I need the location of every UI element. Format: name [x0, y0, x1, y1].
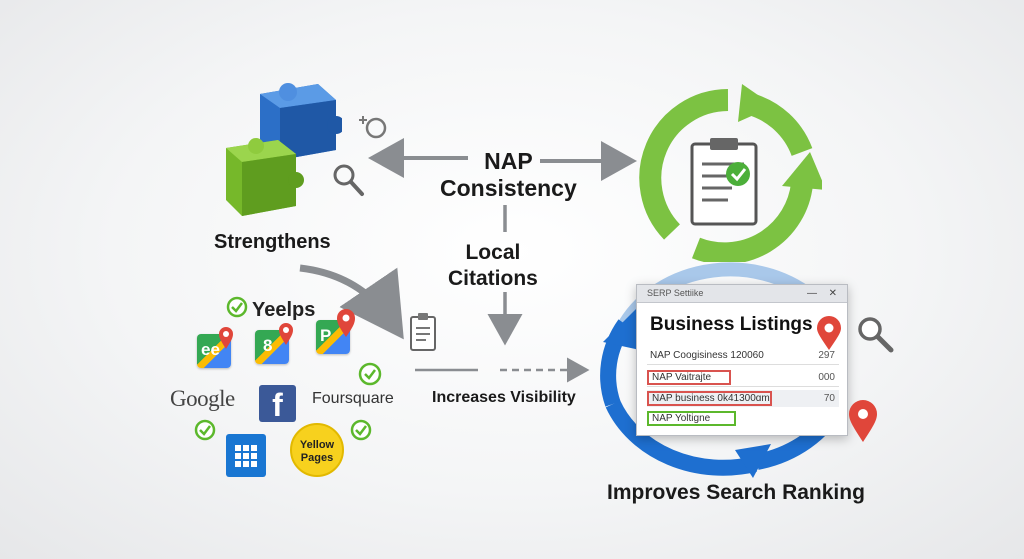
- listing-row: NAP business 0k41300ɑm 70: [647, 390, 839, 407]
- improves-search-ranking-label: Improves Search Ranking: [607, 481, 865, 504]
- map-pin-icon: [337, 309, 355, 337]
- listing-row: NAP Coogisiness 120060 297: [647, 347, 839, 365]
- foursquare-label: Foursquare: [312, 390, 394, 407]
- checkmark-icon: [350, 419, 372, 441]
- listing-row: NAP Vaitrajte 000: [647, 369, 839, 387]
- serp-window: SERP Settiike — ✕ Business Listings NAP …: [636, 284, 848, 436]
- map-pin-icon: [817, 316, 841, 350]
- magnifier-icon: [858, 317, 894, 353]
- close-icon[interactable]: ✕: [828, 288, 837, 299]
- cycle-arrows-icon: [639, 84, 822, 262]
- magnifier-icon: [333, 164, 364, 196]
- map-pin-icon: [849, 400, 877, 442]
- grid-app-icon: [226, 434, 266, 477]
- yelp-label: Yeelps: [252, 299, 316, 321]
- serp-bar-title: SERP Settiike: [647, 288, 704, 298]
- increases-visibility-label: Increases Visibility: [432, 389, 576, 406]
- magnifier-icon: [359, 116, 387, 139]
- nap-consistency-label: NAP Consistency: [440, 148, 577, 201]
- curved-arrow-strengthens: [299, 264, 404, 340]
- serp-title-bar: SERP Settiike — ✕: [637, 285, 847, 303]
- clipboard-icon: [690, 138, 758, 226]
- puzzle-icon: [226, 83, 342, 216]
- strengthens-label: Strengthens: [214, 231, 331, 253]
- map-pin-icon: [219, 327, 233, 349]
- local-citations-label: Local Citations: [448, 241, 538, 290]
- maps-app-icon: 8: [255, 330, 289, 364]
- checkmark-icon: [358, 362, 382, 386]
- minimize-icon[interactable]: —: [807, 288, 817, 299]
- google-label: Google: [170, 386, 235, 411]
- clipboard-icon: [410, 313, 436, 351]
- checkmark-icon: [194, 419, 216, 441]
- facebook-icon: f: [259, 385, 296, 423]
- serp-heading: Business Listings: [650, 314, 813, 335]
- listing-row: NAP Yoltigne: [647, 410, 839, 427]
- yellow-pages-badge: Yellow Pages: [290, 423, 344, 477]
- map-pin-icon: [279, 323, 293, 345]
- checkmark-icon: [226, 296, 248, 318]
